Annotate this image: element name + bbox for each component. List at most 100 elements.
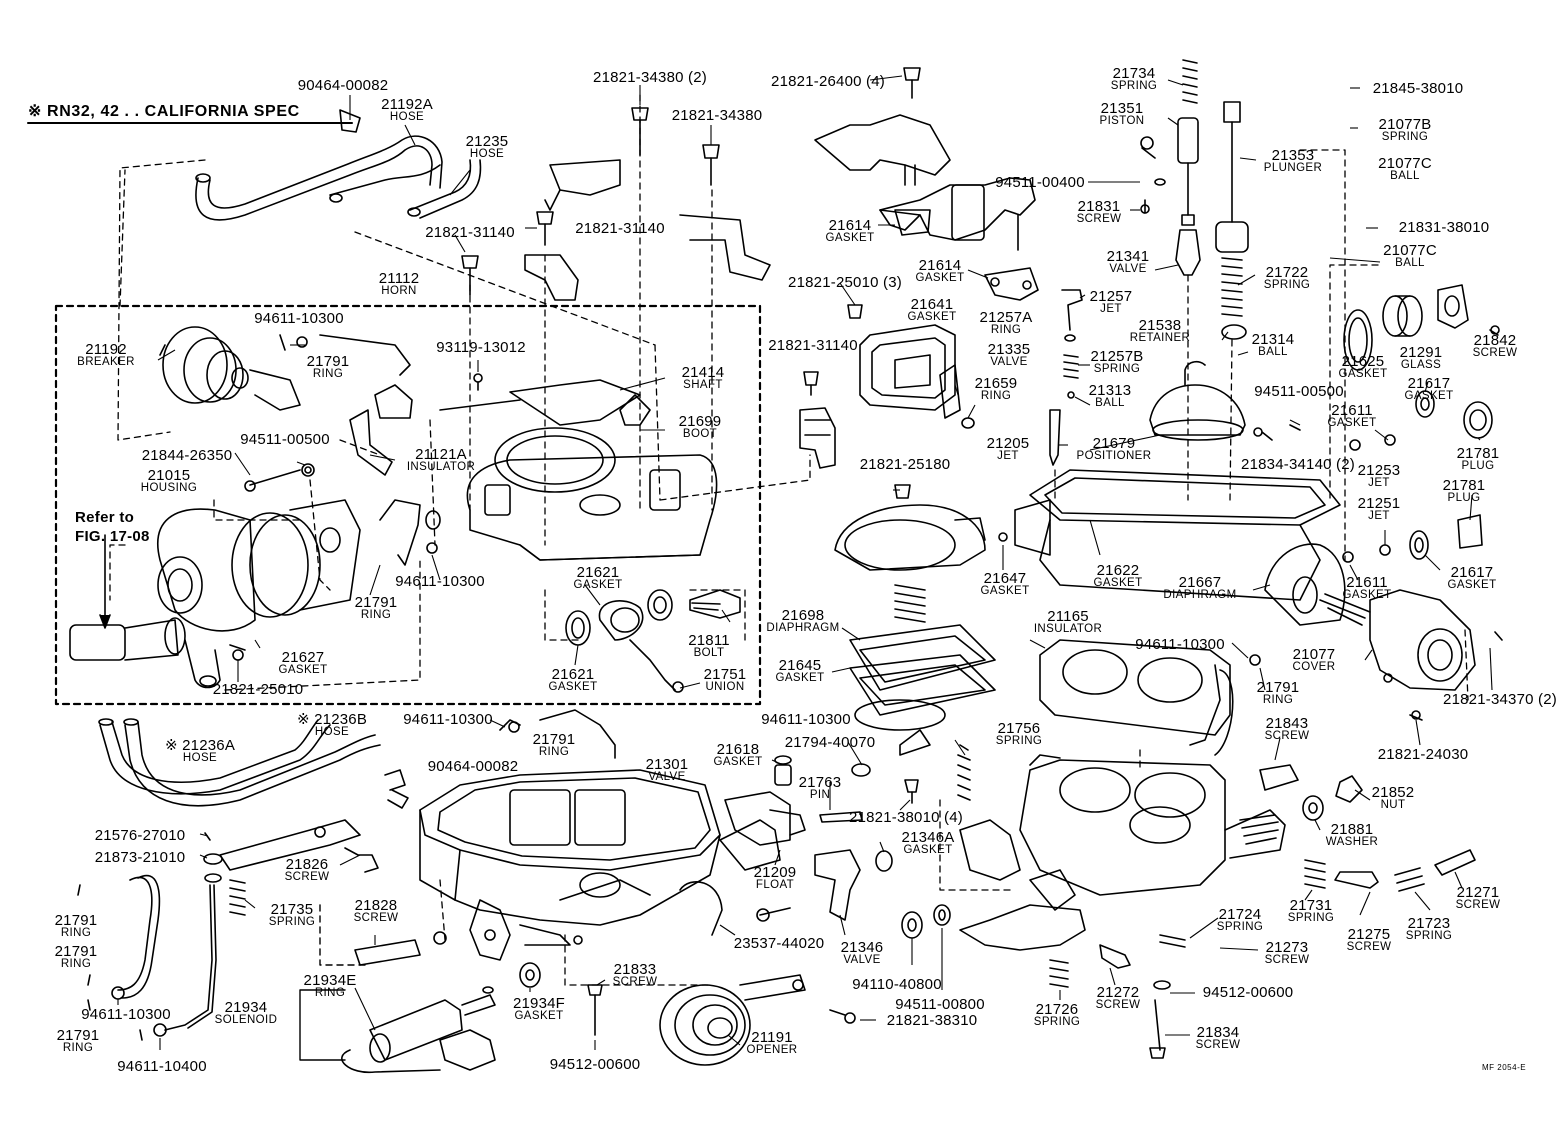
refer-note: Refer to FIG. 17-08 [75, 509, 150, 545]
part-callout: 21873-21010 [94, 849, 186, 866]
figure-code: MF 2054-E [1482, 1063, 1527, 1072]
hose-assembly-21192a [195, 109, 482, 221]
positioner-21679 [1149, 360, 1246, 441]
insulator-21165 [1039, 639, 1261, 756]
diaphragm-21698-stack [834, 504, 1008, 756]
part-callout: 21794-40070 [784, 734, 876, 751]
part-callout: 21831-38010 [1398, 219, 1490, 236]
part-callout: 21821-34380 [671, 107, 763, 124]
spec-note: ※ RN32, 42 . . CALIFORNIA SPEC [28, 103, 300, 120]
part-callout: 21821-34370 (2) [1443, 691, 1557, 708]
part-callout: 21821-24030 [1377, 746, 1469, 763]
part-callout: 94611-10300 [81, 1006, 171, 1023]
brackets-top [524, 159, 771, 301]
part-callout: 90464-00082 [297, 77, 389, 94]
part-callout: 21821-25010 (3) [788, 274, 902, 291]
leader-lines-top-left [109, 94, 811, 691]
part-callout: 21821-25180 [859, 456, 951, 473]
part-callout: 94511-00500 [1254, 383, 1344, 400]
jets-springs-mid [847, 289, 1083, 499]
part-callout: 23537-44020 [733, 935, 825, 952]
part-callout: 21821-34380 (2) [593, 69, 707, 86]
part-callout: 94611-10300 [1135, 636, 1225, 653]
float-21209 [724, 755, 871, 846]
part-callout: 21821-38010 (4) [849, 809, 963, 826]
part-callout: 21821-31140 [425, 224, 515, 241]
hose-21236 [98, 718, 409, 809]
part-callout: 21821-25010 [212, 681, 304, 698]
left-hardware [229, 334, 483, 661]
part-callout: 94511-00400 [995, 174, 1085, 191]
part-callout: 21821-38310 [886, 1012, 978, 1029]
part-callout: 21821-31140 [575, 220, 665, 237]
linkage-left-bottom [77, 709, 616, 1041]
part-callout: 94611-10300 [761, 711, 851, 728]
cover-21077 [1369, 589, 1503, 721]
part-callout: 94110-40800 [852, 976, 942, 993]
part-callout: 21845-38010 [1372, 80, 1464, 97]
throttle-body [959, 754, 1299, 951]
part-callout: 21821-26400 (4) [771, 73, 885, 90]
housing-21015 [69, 499, 361, 689]
part-callout: 94611-10300 [254, 310, 344, 327]
part-callout: 90464-00082 [427, 758, 519, 775]
part-callout: 21576-27010 [94, 827, 186, 844]
